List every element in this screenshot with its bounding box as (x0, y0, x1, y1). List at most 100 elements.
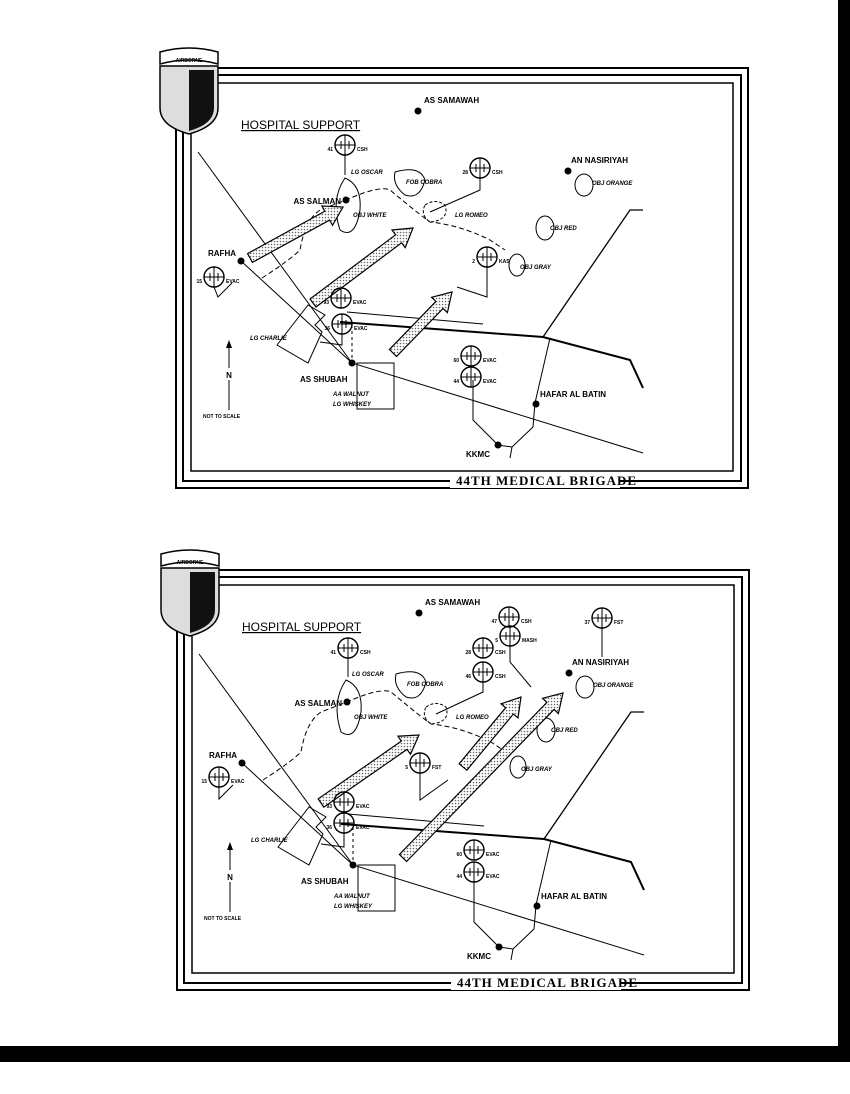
obj-red-area (535, 215, 555, 241)
lg-oscar-label: LG OSCAR (351, 170, 383, 176)
road-line (542, 209, 643, 338)
hospital-unit-type: MASH (522, 638, 537, 644)
hospital-unit-number: 47 (491, 619, 497, 625)
hospital-symbol: 47 CSH (491, 606, 532, 628)
hafar-al-batin-label: HAFAR AL BATIN (541, 892, 607, 901)
as-samawah-label: AS SAMAWAH (424, 96, 479, 105)
lg-charlie-area (276, 304, 326, 364)
page-bottom-bar (0, 1046, 850, 1062)
hospital-unit-type: KAS (499, 259, 510, 265)
main-supply-route-line (339, 321, 644, 389)
map-inner-frame (191, 584, 735, 974)
hospital-symbol: 36 EVAC (320, 812, 370, 848)
road-line (347, 813, 485, 827)
hafar-al-batin-label: HAFAR AL BATIN (540, 390, 606, 399)
map-title: HOSPITAL SUPPORT (241, 118, 361, 132)
lg-charlie-label: LG CHARLIE (251, 838, 289, 844)
aa-walnut-area (357, 864, 396, 912)
as-samawah-label: AS SAMAWAH (425, 598, 480, 607)
hospital-unit-number: 44 (453, 379, 459, 385)
obj-orange-area (575, 675, 595, 699)
hospital-link-line (435, 682, 484, 715)
aa-walnut-label: AA WALNUT (333, 894, 371, 900)
hafar-al-batin-marker (533, 902, 541, 910)
hospital-unit-type: FST (432, 765, 441, 771)
rafha-marker (238, 759, 246, 767)
aa-walnut-label: AA WALNUT (332, 392, 370, 398)
hospital-unit-number: 36 (324, 326, 330, 332)
hospital-unit-number: 41 (327, 147, 333, 153)
hospital-unit-number: 44 (456, 874, 462, 880)
footer-backdrop (451, 976, 621, 990)
shield-dark-half-icon (189, 70, 214, 131)
as-samawah-marker (414, 107, 422, 115)
lg-oscar-label: LG OSCAR (352, 672, 384, 678)
road-line (543, 711, 644, 840)
hospital-symbol: 44 EVAC (456, 861, 500, 883)
obj-gray-label: OBJ GRAY (521, 767, 553, 773)
hospital-unit-type: CSH (521, 619, 532, 625)
brigade-label: 44TH MEDICAL BRIGADE (457, 975, 638, 990)
footer-backdrop (450, 474, 620, 488)
hospital-link-line (509, 646, 532, 688)
obj-white-label: OBJ WHITE (354, 715, 388, 721)
obj-orange-label: OBJ ORANGE (592, 181, 633, 187)
hospital-symbol: 2 KAS (456, 246, 510, 298)
hospital-unit-type: EVAC (226, 279, 240, 285)
road-line (473, 882, 514, 950)
kkmc-label: KKMC (467, 952, 491, 961)
hospital-symbol: 28 CSH (465, 637, 506, 659)
hospital-link-line (319, 334, 343, 346)
border-line (197, 151, 644, 454)
as-shubah-label: AS SHUBAH (301, 877, 349, 886)
as-salman-marker (343, 698, 351, 706)
lg-whiskey-label: LG WHISKEY (333, 402, 372, 408)
fob-cobra-area (394, 169, 426, 197)
emblem-tab (160, 549, 220, 567)
hospital-unit-number: 2 (472, 259, 475, 265)
obj-red-label: OBJ RED (550, 226, 577, 232)
hospital-unit-number: 28 (465, 650, 471, 656)
north-arrowhead-icon (227, 842, 233, 850)
hospital-unit-number: 41 (330, 650, 336, 656)
road-line (241, 762, 354, 866)
hospital-link-line (419, 773, 449, 801)
hospital-unit-type: EVAC (356, 825, 370, 831)
north-label: N (227, 873, 233, 882)
axis-of-advance-arrow (458, 696, 522, 772)
not-to-scale-label: NOT TO SCALE (204, 916, 242, 922)
kkmc-marker (494, 441, 502, 449)
road-line (510, 839, 552, 961)
border-line (198, 653, 645, 956)
road-line (509, 337, 551, 459)
hospital-unit-type: FST (614, 620, 623, 626)
hospital-unit-number: 36 (326, 825, 332, 831)
hospital-unit-type: EVAC (483, 379, 497, 385)
hospital-unit-type: CSH (495, 650, 506, 656)
lg-romeo-area (422, 201, 447, 223)
obj-gray-label: OBJ GRAY (520, 265, 552, 271)
hospital-link-line (218, 784, 234, 801)
hafar-al-batin-marker (532, 400, 540, 408)
fob-cobra-label: FOB COBRA (407, 682, 443, 688)
hospital-unit-number: 93 (323, 300, 329, 306)
north-arrowhead-icon (226, 340, 232, 348)
hospital-unit-type: EVAC (486, 874, 500, 880)
obj-white-label: OBJ WHITE (353, 213, 387, 219)
emblem-tab (159, 47, 219, 65)
lg-whiskey-label: LG WHISKEY (334, 904, 373, 910)
as-samawah-marker (415, 609, 423, 617)
brigade-label: 44TH MEDICAL BRIGADE (456, 473, 637, 488)
axis-of-advance-arrow (398, 692, 564, 863)
as-shubah-label: AS SHUBAH (300, 375, 348, 384)
